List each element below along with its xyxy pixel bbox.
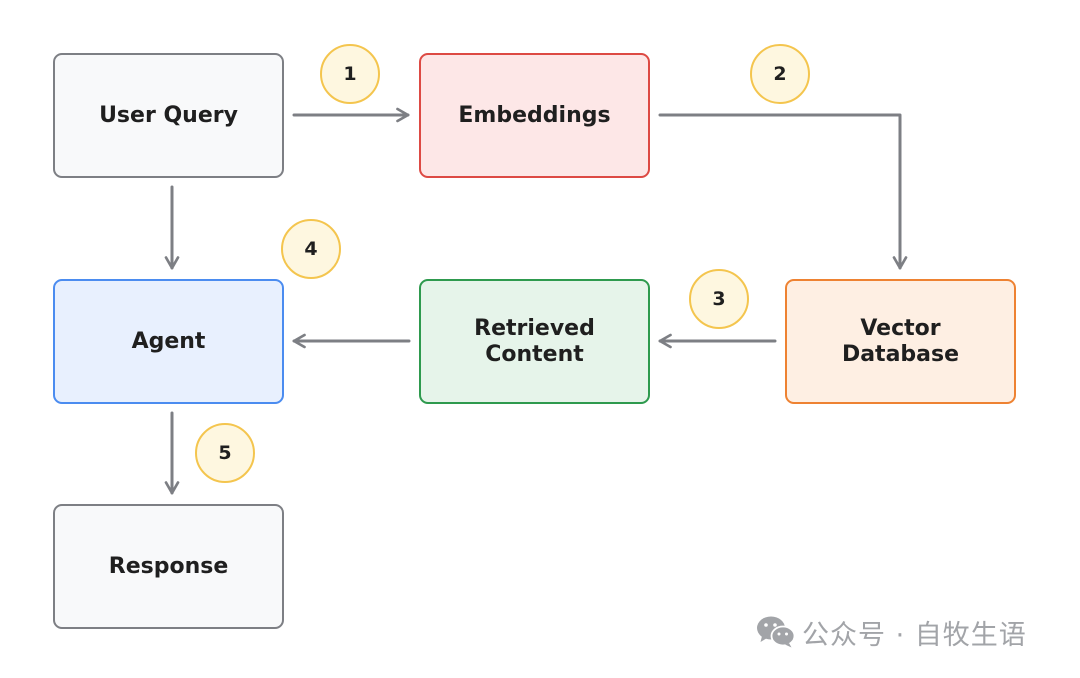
- user-query-node: User Query: [53, 53, 284, 178]
- vector-database-label-line-2: Database: [841, 341, 960, 367]
- retrieved-content-node: Retrieved Content: [419, 279, 650, 404]
- retrieved-content-label-line-1: Retrieved: [474, 315, 595, 341]
- user-query-label: User Query: [99, 102, 238, 128]
- step-badge-3: 3: [689, 269, 749, 329]
- response-label: Response: [108, 553, 229, 579]
- response-node: Response: [53, 504, 284, 629]
- embeddings-node: Embeddings: [419, 53, 650, 178]
- watermark-text: 公众号 · 自牧生语: [802, 619, 1027, 651]
- watermark: 公众号 · 自牧生语: [756, 612, 1027, 652]
- retrieved-content-label-line-2: Content: [485, 341, 584, 367]
- embeddings-label: Embeddings: [458, 102, 611, 128]
- wechat-icon: [757, 616, 796, 648]
- step-badge-1: 1: [320, 44, 380, 104]
- step-badge-5: 5: [195, 423, 255, 483]
- arrow-embeddings-to-vector-database: [658, 113, 908, 270]
- agent-label: Agent: [131, 328, 206, 354]
- agent-node: Agent: [53, 279, 284, 404]
- vector-database-label-line-1: Vector: [860, 315, 941, 341]
- step-badge-4: 4: [281, 219, 341, 279]
- vector-database-node: Vector Database: [785, 279, 1016, 404]
- step-badge-2: 2: [750, 44, 810, 104]
